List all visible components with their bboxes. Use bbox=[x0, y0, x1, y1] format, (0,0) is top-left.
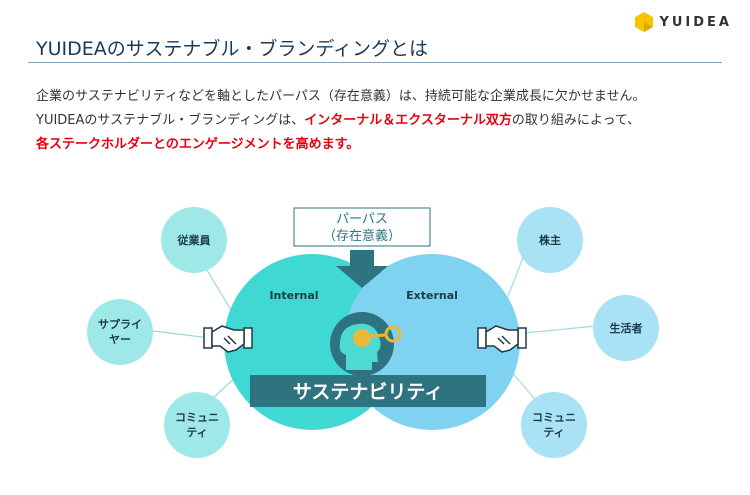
head-key-icon bbox=[330, 312, 402, 376]
intro-line-2-post: の取り組みによって、 bbox=[511, 113, 641, 128]
node-community-right-label-2: ティ bbox=[543, 426, 564, 439]
connector-consumers bbox=[524, 325, 597, 334]
node-community-left-label-1: コミュニ bbox=[175, 411, 219, 424]
node-community-right bbox=[521, 392, 587, 458]
node-supplier bbox=[87, 299, 153, 365]
node-employees bbox=[161, 207, 227, 273]
purpose-label-2: （存在意義） bbox=[323, 228, 401, 244]
purpose-box bbox=[293, 207, 431, 247]
down-arrow-icon bbox=[336, 250, 388, 288]
internal-label: Internal bbox=[269, 289, 318, 302]
page-title: YUIDEAのサステナブル・ブランディングとは bbox=[36, 38, 429, 60]
node-supplier-label-2: ヤー bbox=[109, 333, 131, 346]
logo-text: YUIDEA bbox=[659, 14, 732, 30]
node-shareholders-label: 株主 bbox=[539, 233, 561, 247]
intro-line-3: 各ステークホルダーとのエンゲージメントを高めます。 bbox=[36, 137, 360, 152]
external-label: External bbox=[406, 289, 458, 302]
sustainability-banner bbox=[250, 375, 486, 407]
intro-line-2-highlight: インターナル＆エクスターナル双方 bbox=[304, 113, 512, 128]
node-community-left-label-2: ティ bbox=[186, 426, 207, 439]
title-divider bbox=[28, 62, 722, 63]
node-supplier-label-1: サプライ bbox=[98, 317, 142, 331]
connector-supplier bbox=[144, 329, 211, 339]
brand-logo: YUIDEA bbox=[635, 12, 732, 32]
handshake-left-icon bbox=[203, 325, 253, 353]
intro-line-2-pre: YUIDEAのサステナブル・ブランディングは、 bbox=[36, 113, 305, 128]
node-consumers bbox=[593, 295, 659, 361]
sustainability-label: サステナビリティ bbox=[293, 381, 443, 403]
purpose-label-1: パーパス bbox=[336, 212, 388, 227]
intro-line-1: 企業のサステナビリティなどを軸としたパーパス（存在意義）は、持続可能な企業成長に… bbox=[36, 89, 646, 104]
node-community-right-label-1: コミュニ bbox=[532, 411, 576, 424]
intro-line-2: YUIDEAのサステナブル・ブランディングは、インターナル＆エクスターナル双方の… bbox=[36, 109, 645, 133]
node-employees-label: 従業員 bbox=[177, 233, 211, 247]
handshake-right-icon bbox=[477, 325, 527, 353]
node-community-left bbox=[164, 392, 230, 458]
node-consumers-label: 生活者 bbox=[610, 321, 643, 335]
logo-mark-icon bbox=[635, 12, 654, 32]
node-shareholders bbox=[517, 207, 583, 273]
intro-paragraph: 企業のサステナビリティなどを軸としたパーパス（存在意義）は、持続可能な企業成長に… bbox=[36, 85, 645, 157]
